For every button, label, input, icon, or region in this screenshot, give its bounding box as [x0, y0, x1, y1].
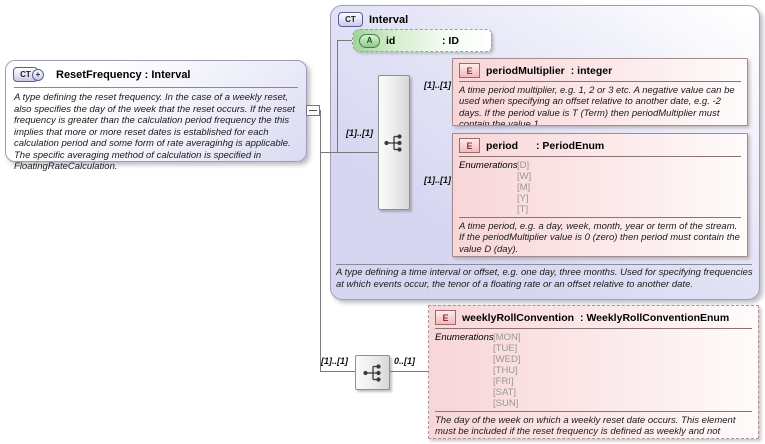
sequence-compositor-extension[interactable]	[355, 355, 390, 390]
period-enumerations: Enumerations [D] [W] [M] [Y] [T]	[453, 157, 747, 217]
resetfrequency-complextype-box[interactable]: CT+ ResetFrequency : Interval A type def…	[5, 60, 307, 172]
attribute-type: : ID	[442, 34, 459, 47]
periodmultiplier-cardinality: [1]..[1]	[424, 80, 451, 90]
enumeration-value: [THU]	[493, 365, 518, 376]
sequence-icon	[362, 363, 381, 382]
interval-annotation: A type defining a time interval or offse…	[336, 267, 753, 290]
resetfrequency-header: CT+ ResetFrequency : Interval	[6, 61, 306, 86]
periodmultiplier-annotation: A time period multiplier, e.g. 1, 2 or 3…	[459, 85, 735, 126]
resetfrequency-header-separator	[14, 87, 298, 88]
period-header: E period : PeriodEnum	[453, 134, 747, 156]
weeklyrollconvention-annotation: The day of the week on which a weekly re…	[435, 415, 736, 438]
enumeration-value: [MON]	[493, 332, 521, 343]
enumeration-values: [D] [W] [M] [Y] [T]	[517, 160, 531, 215]
weeklyroll-cardinality: 0..[1]	[394, 356, 416, 366]
weeklyrollconvention-element-box[interactable]: E weeklyRollConvention : WeeklyRollConve…	[428, 305, 759, 439]
separator	[435, 411, 752, 412]
sequence-compositor-interval[interactable]	[378, 75, 410, 210]
bottom-sequence-connector-line	[320, 371, 355, 372]
interval-title: Interval	[369, 13, 409, 26]
element-icon: E	[435, 310, 456, 325]
complextype-derived-icon: CT+	[13, 67, 44, 82]
attribute-connector-line-horizontal-inner	[337, 40, 352, 41]
period-element-box[interactable]: E period : PeriodEnum Enumerations [D] […	[452, 133, 748, 257]
periodmultiplier-name: periodMultiplier	[486, 64, 565, 77]
separator	[435, 328, 752, 329]
attribute-connector-line-vertical-inner	[337, 40, 338, 152]
interval-header: CT Interval	[331, 6, 759, 31]
element-icon: E	[459, 138, 480, 153]
bottom-sequence-cardinality: [1]..[1]	[321, 356, 348, 366]
weeklyrollconvention-enumerations: Enumerations [MON] [TUE] [WED] [THU] [FR…	[429, 329, 758, 411]
trunk-connector-line	[320, 110, 321, 371]
enumerations-label: Enumerations	[435, 332, 494, 343]
enumeration-value: [WED]	[493, 354, 521, 365]
periodmultiplier-header: E periodMultiplier : integer	[453, 59, 747, 81]
attribute-name: id	[386, 34, 396, 47]
sequence-icon	[384, 133, 402, 152]
weeklyrollconvention-name: weeklyRollConvention	[462, 311, 575, 324]
period-name: period	[486, 139, 519, 152]
separator	[459, 217, 741, 218]
enumeration-value: [SUN]	[493, 398, 519, 409]
enumeration-value: [SAT]	[493, 387, 517, 398]
attribute-id-box[interactable]: A id : ID	[352, 29, 492, 52]
enumeration-value: [T]	[517, 204, 529, 215]
enumeration-value: [W]	[517, 171, 532, 182]
weeklyrollconvention-header: E weeklyRollConvention : WeeklyRollConve…	[429, 306, 758, 328]
period-type: : PeriodEnum	[536, 139, 605, 152]
separator	[459, 156, 741, 157]
collapse-handle-icon[interactable]	[306, 105, 320, 116]
derivation-plus-icon: +	[32, 69, 44, 81]
weeklyrollconvention-type: : WeeklyRollConventionEnum	[580, 311, 730, 324]
interval-sequence-cardinality: [1]..[1]	[346, 128, 373, 138]
separator	[459, 81, 741, 82]
weeklyroll-connector-line	[388, 371, 428, 372]
attribute-icon: A	[359, 33, 380, 48]
enumeration-value: [M]	[517, 182, 531, 193]
period-annotation: A time period, e.g. a day, week, month, …	[459, 221, 740, 255]
period-cardinality: [1]..[1]	[424, 175, 451, 185]
enumeration-value: [D]	[517, 160, 530, 171]
interval-annotation-separator	[336, 264, 752, 265]
element-icon: E	[459, 63, 480, 78]
resetfrequency-title: ResetFrequency : Interval	[56, 68, 191, 81]
enumeration-value: [Y]	[517, 193, 529, 204]
interval-sequence-connector-line-inner	[330, 152, 378, 153]
enumerations-label: Enumerations	[459, 160, 518, 171]
periodmultiplier-type: : integer	[570, 64, 613, 77]
periodmultiplier-element-box[interactable]: E periodMultiplier : integer A time peri…	[452, 58, 748, 126]
enumeration-values: [MON] [TUE] [WED] [THU] [FRI] [SAT] [SUN…	[493, 332, 520, 409]
enumeration-value: [TUE]	[493, 343, 518, 354]
complextype-icon: CT	[338, 12, 363, 27]
resetfrequency-annotation: A type defining the reset frequency. In …	[14, 92, 295, 172]
enumeration-value: [FRI]	[493, 376, 514, 387]
